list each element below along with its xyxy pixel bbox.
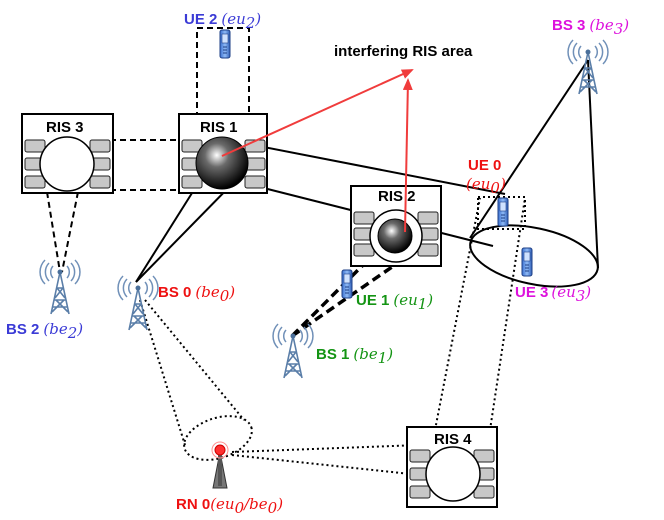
ue1-phone-icon: [341, 269, 353, 299]
ris-1-panel: RIS 1: [178, 113, 268, 194]
ue0-label: UE 0: [468, 157, 501, 174]
link-ris3-bs2-b: [61, 191, 79, 273]
rn0-relay-icon: [211, 441, 229, 489]
ue0-math-label: (eu0): [466, 175, 506, 197]
ris-4-panel: RIS 4: [406, 426, 498, 508]
ue2-phone-icon: [219, 29, 231, 59]
link-ris1-ue0-a: [237, 141, 506, 195]
link-ris3-bs2-a: [46, 191, 61, 273]
link-bs0-rn0-a: [139, 299, 186, 446]
link-bs3-cone-b: [587, 59, 599, 269]
link-rn0-ris4-a: [231, 444, 421, 453]
ris-3-label: RIS 3: [46, 119, 84, 136]
link-bs3-cone-a: [469, 59, 589, 239]
rn0-label: RN 0(eu0/be0): [176, 495, 283, 517]
ris-4-label: RIS 4: [434, 431, 472, 448]
ue3-label: UE 3(eu3): [515, 283, 591, 305]
bs1-label: BS 1(be1): [316, 345, 393, 367]
ris-2-label: RIS 2: [378, 188, 416, 205]
link-rn0-ris4-b: [231, 454, 421, 476]
ris-1-label: RIS 1: [200, 119, 238, 136]
ris-3-panel: RIS 3: [21, 113, 114, 194]
link-ris4-ue0-b: [489, 197, 526, 431]
bs2-label: BS 2(be2): [6, 320, 83, 342]
interference-arrow-ris2: [402, 78, 413, 233]
link-bs0-rn0-b: [144, 299, 245, 421]
bs2-tower-icon: [39, 259, 81, 315]
interfering-ris-area-label: interfering RIS area: [334, 43, 473, 60]
interference-arrow-ris1: [221, 69, 414, 157]
link-bs1-ris2-b: [291, 256, 406, 338]
rn0-dotted-ellipse: [183, 415, 253, 461]
ue3-phone-icon: [521, 247, 533, 277]
ris-2-panel: RIS 2: [350, 185, 442, 267]
link-ris4-ue0-a: [434, 197, 481, 431]
ue0-phone-icon: [497, 197, 509, 227]
link-bs0-ris1-b: [135, 179, 237, 283]
ue2-label: UE 2(eu2): [184, 10, 261, 32]
bs0-tower-icon: [117, 275, 159, 331]
ue1-label: UE 1(eu1): [356, 291, 433, 313]
bs0-label: BS 0(be0): [158, 283, 235, 305]
bs3-label: BS 3(be3): [552, 16, 629, 38]
bs1-tower-icon: [272, 323, 314, 379]
